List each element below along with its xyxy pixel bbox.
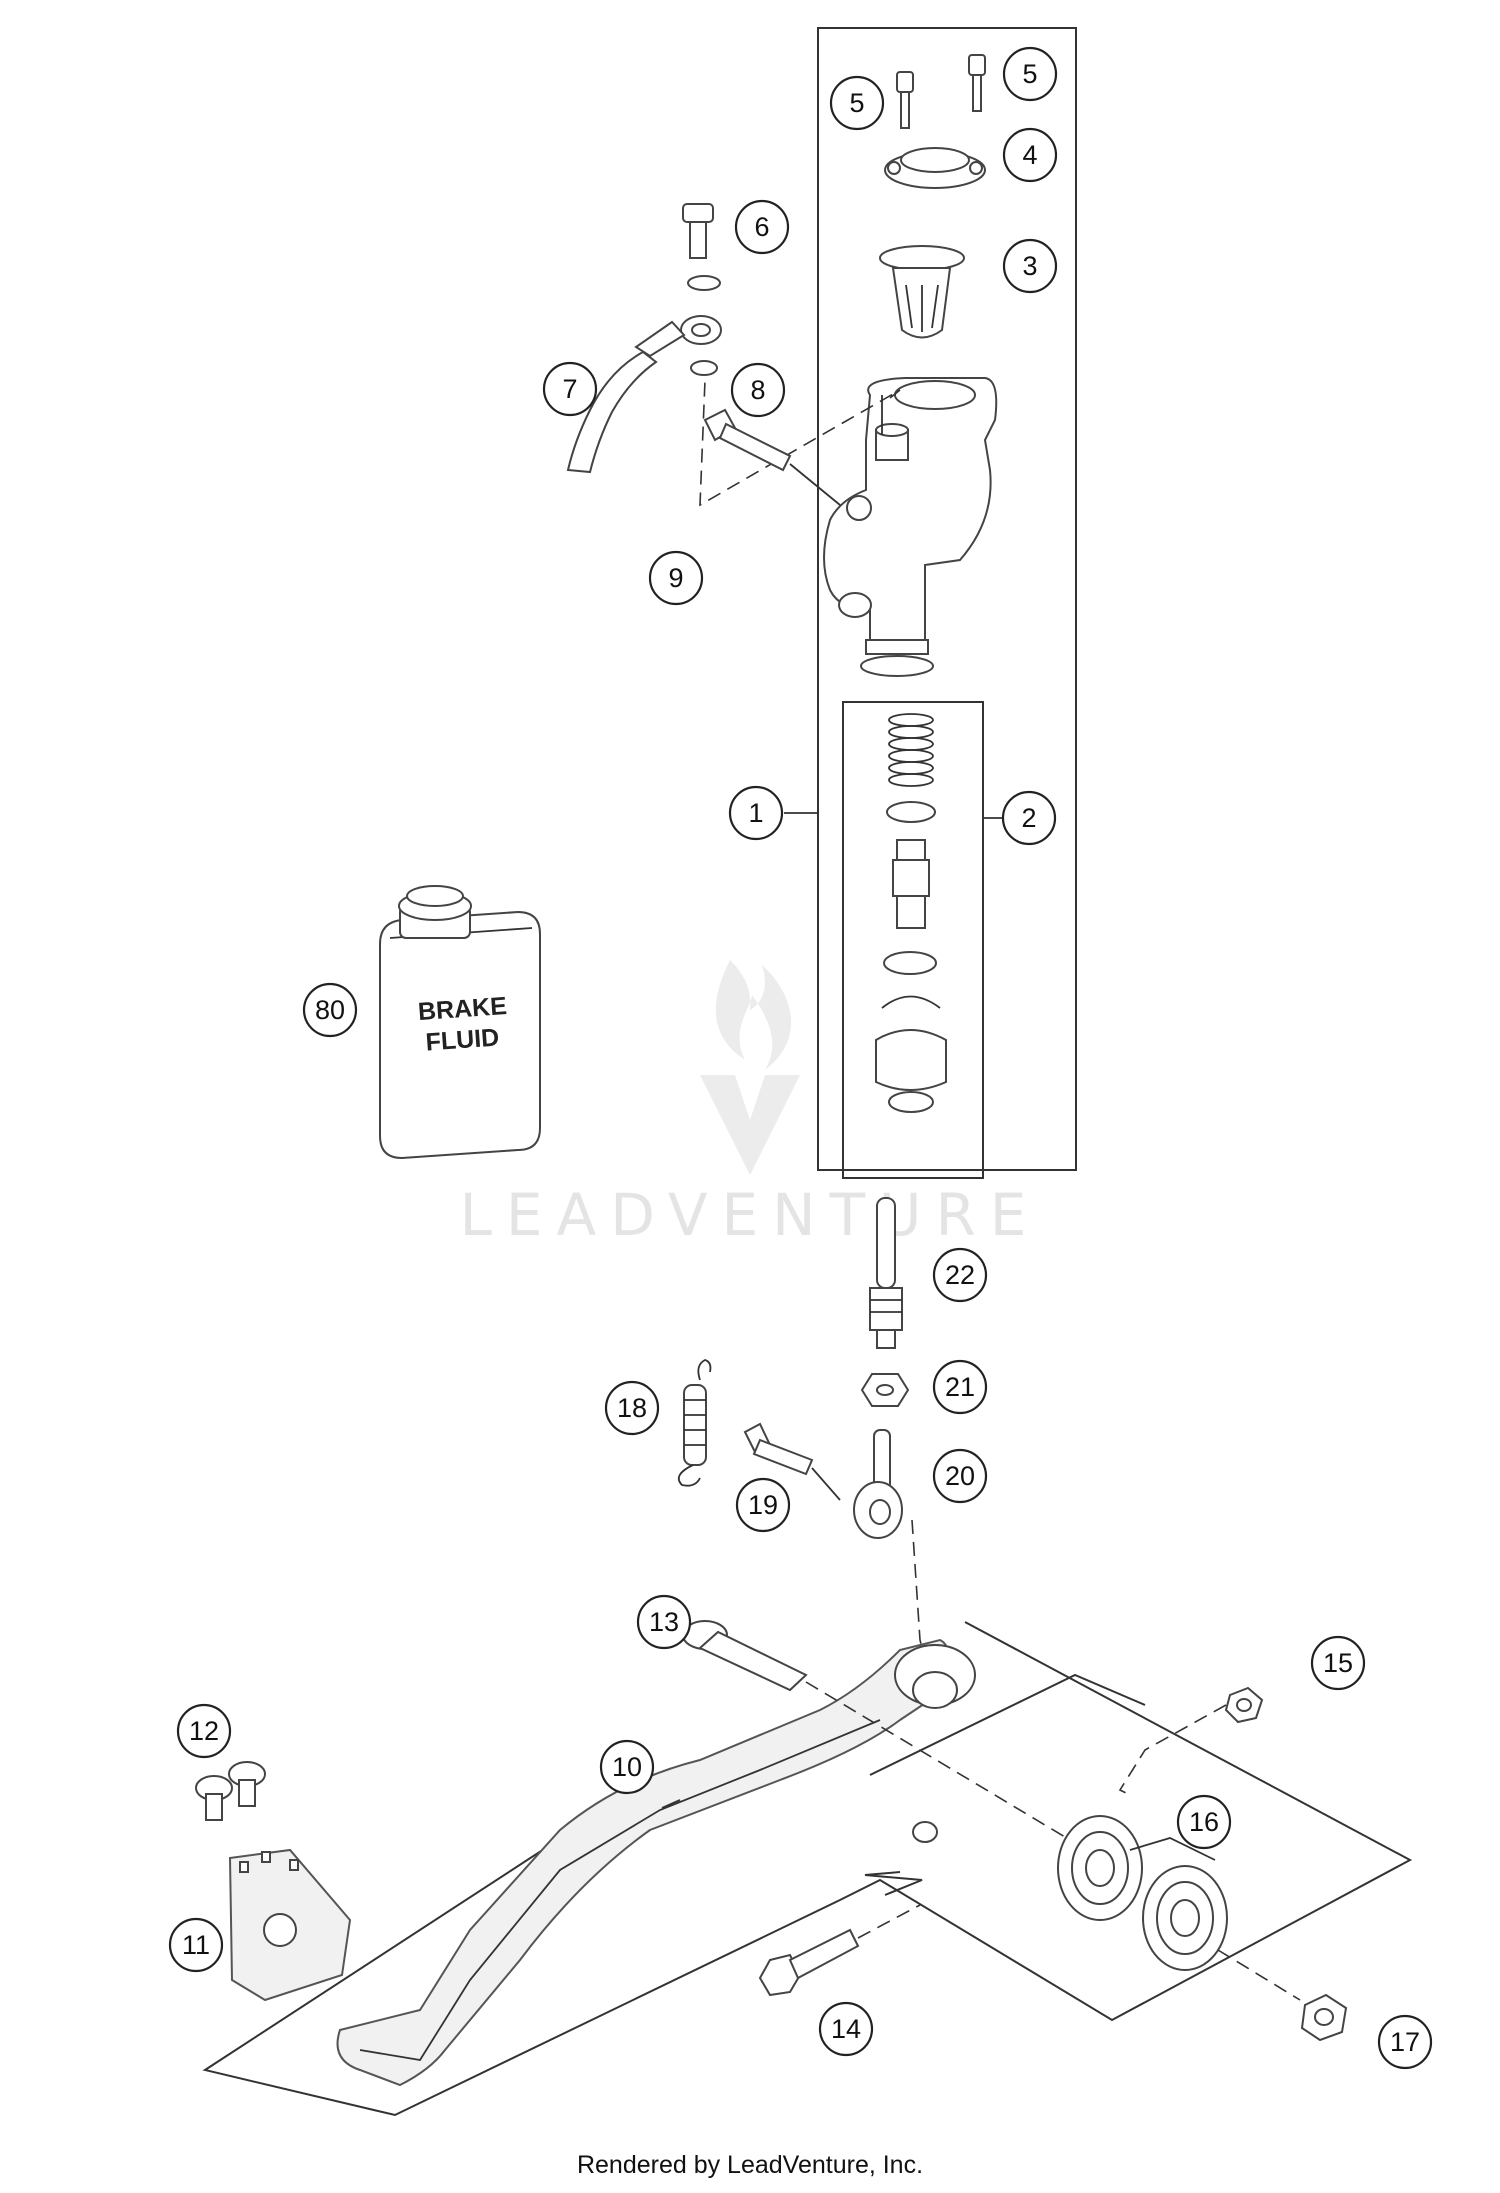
pedal-frame xyxy=(202,1621,1413,2117)
screw-part-5b xyxy=(968,54,986,112)
nut-part-15 xyxy=(1224,1686,1264,1724)
svg-text:3: 3 xyxy=(1022,251,1037,281)
svg-text:19: 19 xyxy=(748,1490,778,1520)
screw-part-5a xyxy=(896,71,914,129)
callout-19: 19 xyxy=(735,1477,791,1533)
can-label-brake: BRAKE xyxy=(417,992,508,1026)
svg-text:13: 13 xyxy=(649,1607,679,1637)
callout-4: 4 xyxy=(1002,127,1058,183)
brake-pedal-part-10 xyxy=(336,1638,976,2087)
bolt-part-9 xyxy=(703,408,792,472)
callout-15: 15 xyxy=(1310,1635,1366,1691)
master-cylinder-body xyxy=(823,377,998,677)
callout-7: 7 xyxy=(542,361,598,417)
boot xyxy=(875,1029,947,1113)
brake-fluid-can-part-80: BRAKE FLUID xyxy=(379,885,541,1160)
bellows-part-3 xyxy=(879,245,965,339)
callout-8: 8 xyxy=(730,362,786,418)
repair-kit-parts xyxy=(875,713,947,1113)
washer xyxy=(883,951,937,975)
callout-17: 17 xyxy=(1377,2014,1433,2070)
seal-ring xyxy=(886,801,936,823)
piston xyxy=(892,839,930,929)
pedal-step-part-11 xyxy=(228,1848,352,2002)
svg-text:1: 1 xyxy=(748,798,763,828)
callout-18: 18 xyxy=(604,1380,660,1436)
svg-text:10: 10 xyxy=(612,1752,642,1782)
callout-20: 20 xyxy=(932,1448,988,1504)
watermark-text: LEADVENTURE xyxy=(460,1181,1041,1249)
svg-text:9: 9 xyxy=(668,563,683,593)
svg-text:12: 12 xyxy=(189,1716,219,1746)
bearings-part-16 xyxy=(1057,1815,1228,1971)
svg-text:7: 7 xyxy=(562,374,577,404)
svg-text:5: 5 xyxy=(849,88,864,118)
callout-14: 14 xyxy=(818,2001,874,2057)
svg-text:80: 80 xyxy=(315,995,345,1025)
svg-text:14: 14 xyxy=(831,2014,861,2044)
sealing-washer-part-8 xyxy=(690,360,718,376)
reservoir-cover-part-4 xyxy=(884,147,986,189)
pivot-bushing-part-13 xyxy=(682,1620,808,1692)
svg-text:11: 11 xyxy=(182,1930,210,1960)
can-label-fluid: FLUID xyxy=(425,1023,500,1056)
svg-text:21: 21 xyxy=(945,1372,975,1402)
footer-credit: Rendered by LeadVenture, Inc. xyxy=(576,2151,924,2179)
svg-text:18: 18 xyxy=(617,1393,647,1423)
callout-5b: 5 xyxy=(1002,46,1058,102)
callout-22: 22 xyxy=(932,1247,988,1303)
callout-9: 9 xyxy=(648,550,704,606)
callout-80: 80 xyxy=(302,982,358,1038)
push-rod-part-22 xyxy=(869,1197,903,1349)
brake-hose-part-7 xyxy=(566,315,722,474)
callout-21: 21 xyxy=(932,1359,988,1415)
callout-6: 6 xyxy=(734,199,790,255)
return-spring-part-18 xyxy=(677,1359,712,1487)
nut-part-17 xyxy=(1300,1993,1348,2042)
svg-text:5: 5 xyxy=(1022,59,1037,89)
circlip xyxy=(881,995,941,1009)
watermark: LEADVENTURE xyxy=(460,960,1041,1249)
master-cylinder-frame xyxy=(817,27,1077,1171)
svg-text:16: 16 xyxy=(1189,1807,1219,1837)
bolt-part-14 xyxy=(758,1928,860,1997)
bolt-part-19 xyxy=(743,1422,814,1476)
svg-text:8: 8 xyxy=(750,375,765,405)
callout-1: 1 xyxy=(728,785,784,841)
screws-part-12 xyxy=(195,1761,266,1821)
bearing-frame xyxy=(869,1673,1146,1776)
spring xyxy=(888,713,934,787)
svg-text:6: 6 xyxy=(754,212,769,242)
svg-text:17: 17 xyxy=(1390,2027,1420,2057)
svg-text:4: 4 xyxy=(1022,140,1037,170)
callout-11: 11 xyxy=(168,1917,224,1973)
svg-text:2: 2 xyxy=(1021,803,1036,833)
callout-5a: 5 xyxy=(829,75,885,131)
callout-13: 13 xyxy=(636,1594,692,1650)
callout-10: 10 xyxy=(599,1739,655,1795)
banjo-bolt-part-6 xyxy=(682,203,714,259)
callout-3: 3 xyxy=(1002,238,1058,294)
clevis-part-20 xyxy=(853,1429,903,1539)
svg-text:22: 22 xyxy=(945,1260,975,1290)
callout-16: 16 xyxy=(1176,1794,1232,1850)
repair-kit-frame xyxy=(842,701,984,1179)
callout-12: 12 xyxy=(176,1703,232,1759)
svg-text:15: 15 xyxy=(1323,1648,1353,1678)
sealing-washer-upper xyxy=(687,275,721,291)
callout-2: 2 xyxy=(1001,790,1057,846)
svg-text:20: 20 xyxy=(945,1461,975,1491)
